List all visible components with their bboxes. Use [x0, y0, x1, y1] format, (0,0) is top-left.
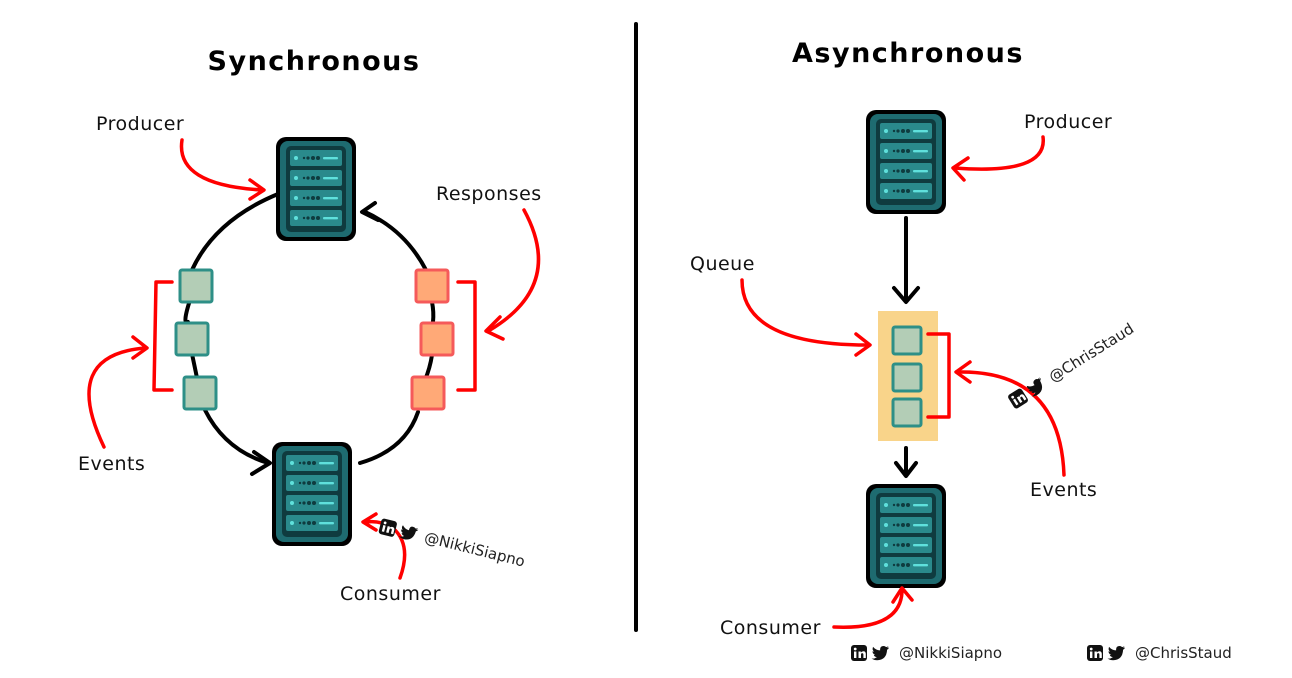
response-block [414, 268, 450, 304]
async-queue-pointer-head [854, 332, 872, 357]
async-events-pointer-head [954, 360, 972, 384]
async-consumer-server-icon [866, 484, 946, 588]
async-events-pointer [956, 370, 1066, 477]
response-block [419, 321, 455, 357]
async-events-label: Events [1030, 479, 1097, 501]
responses-bracket [456, 280, 477, 392]
sync-producer-pointer [179, 138, 264, 192]
linkedin-icon [1087, 645, 1103, 661]
ring-arc-right-2 [430, 300, 436, 324]
sync-producer-label: Producer [96, 113, 184, 135]
async-queue-pointer [740, 278, 870, 347]
async-producer-server-icon [866, 110, 946, 214]
response-blocks [410, 268, 455, 411]
sync-consumer-pointer-head [361, 512, 378, 532]
async-consumer-pointer [832, 590, 904, 629]
arrowhead-to-producer [360, 201, 380, 222]
sync-watermark: @NikkiSiapno [378, 518, 527, 571]
arrow-producer-to-queue-head [892, 286, 920, 304]
consumer-server-icon [272, 442, 352, 546]
linkedin-icon [851, 645, 867, 661]
async-producer-label: Producer [1024, 111, 1112, 133]
sync-events-pointer [87, 346, 147, 449]
ring-arc-left-2 [190, 352, 199, 380]
twitter-icon [871, 646, 889, 661]
synchronous-title: Synchronous [208, 46, 421, 77]
async-watermark: @ChrisStaud [1007, 319, 1137, 410]
async-watermark-handle: @ChrisStaud [1045, 319, 1137, 386]
sync-producer-pointer-head [248, 178, 266, 201]
response-block [410, 375, 446, 411]
twitter-icon [1107, 646, 1125, 661]
sync-responses-pointer-head [484, 315, 505, 341]
async-events-bracket [926, 332, 951, 419]
event-block [182, 375, 218, 411]
sync-responses-pointer [488, 208, 541, 332]
queued-event-block [891, 362, 923, 393]
footer-credit-2: @ChrisStaud [1087, 644, 1232, 662]
async-producer-pointer [953, 135, 1045, 171]
async-consumer-label: Consumer [720, 617, 821, 639]
ring-arc-bottom-left [203, 408, 270, 465]
queued-event-block [891, 325, 923, 356]
footer-credit-1: @NikkiSiapno [851, 644, 1002, 662]
sync-events-label: Events [78, 453, 145, 475]
ring-arc-top-right [363, 210, 428, 272]
async-producer-pointer-head [951, 156, 970, 182]
async-consumer-pointer-head [891, 586, 914, 604]
sync-events-pointer-head [131, 335, 149, 360]
events-bracket [152, 280, 174, 392]
twitter-icon [1024, 376, 1048, 399]
producer-server-icon [276, 137, 356, 241]
async-queue-label: Queue [690, 253, 755, 275]
queued-event-block [891, 397, 923, 428]
ring-arc-top-left [190, 192, 280, 272]
footer-credit-handle: @NikkiSiapno [899, 644, 1002, 662]
arrow-queue-to-consumer-head [894, 461, 918, 478]
ring-arc-bottom-right [358, 410, 420, 465]
sync-consumer-label: Consumer [340, 583, 441, 605]
linkedin-icon [378, 518, 398, 538]
sync-watermark-handle: @NikkiSiapno [423, 528, 527, 570]
event-block [178, 268, 214, 304]
sync-responses-label: Responses [436, 183, 542, 205]
event-blocks [174, 268, 218, 411]
footer-credit-handle: @ChrisStaud [1135, 644, 1232, 662]
asynchronous-title: Asynchronous [792, 38, 1024, 69]
arrowhead-to-consumer [250, 450, 272, 476]
event-block [174, 321, 210, 357]
